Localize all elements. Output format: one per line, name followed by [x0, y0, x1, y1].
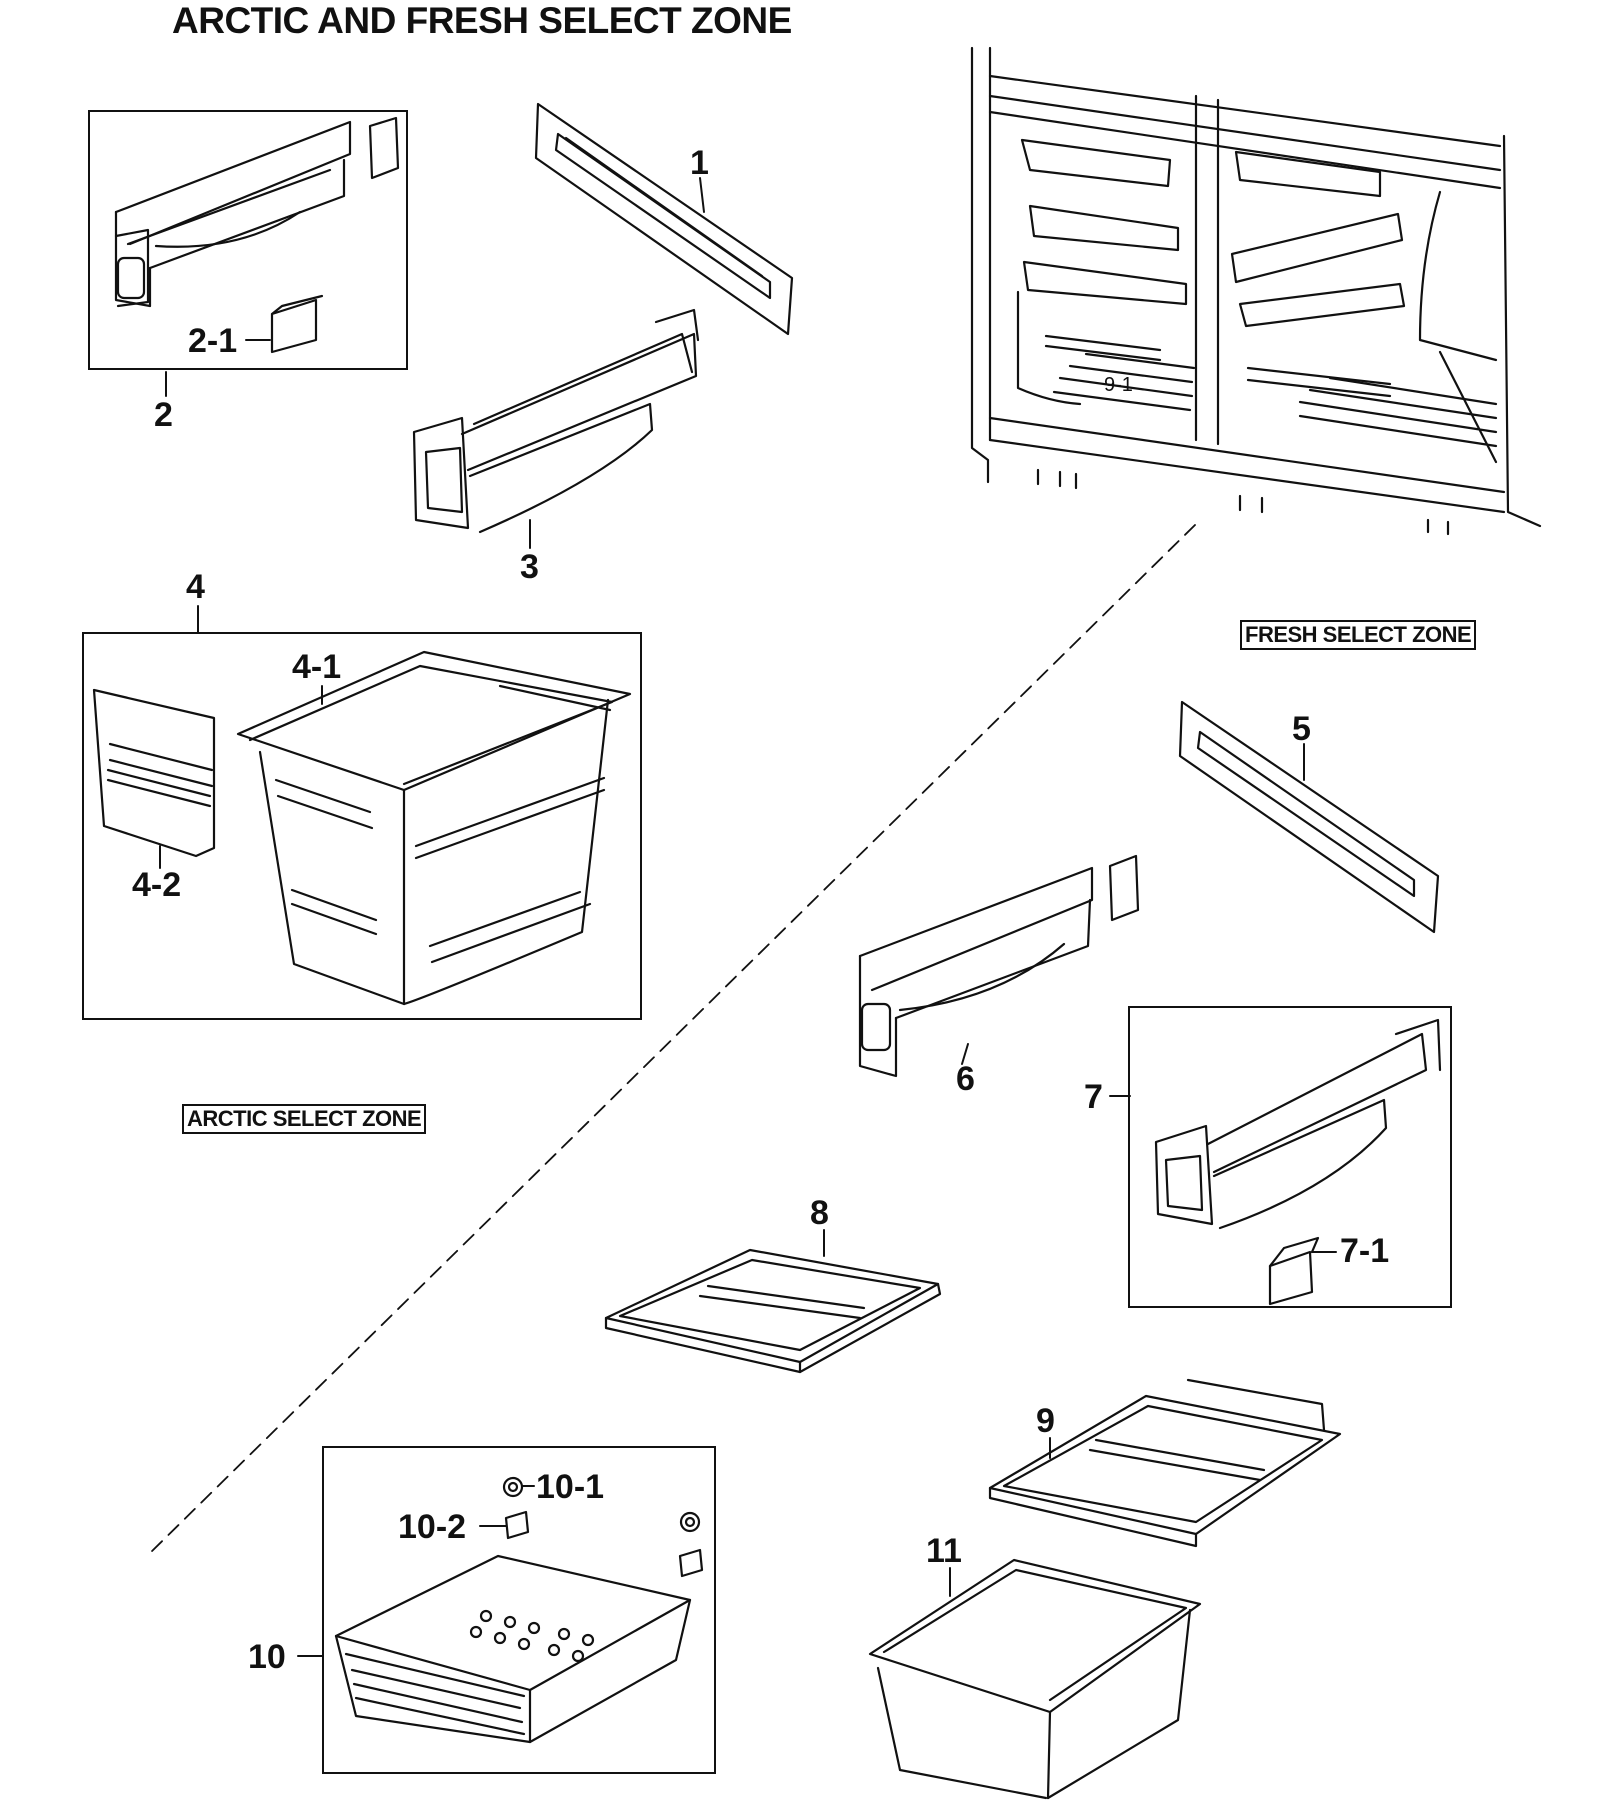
callout-6: 6 [956, 1060, 975, 1098]
callout-4: 4 [186, 568, 205, 606]
arctic-select-zone-label: ARCTIC SELECT ZONE [182, 1104, 427, 1134]
leader-lines [159, 177, 1337, 1657]
callout-11: 11 [926, 1532, 962, 1570]
callout-10-2: 10-2 [398, 1508, 467, 1546]
callout-4-2: 4-2 [132, 866, 182, 904]
part-4-1-basket-drawing [236, 650, 632, 1006]
group-box-10 [322, 1446, 716, 1774]
group-box-4 [82, 632, 642, 1020]
callout-8: 8 [810, 1194, 829, 1232]
callout-2-1: 2-1 [188, 322, 238, 360]
callout-9-1: 9-1 [1104, 374, 1133, 396]
callout-3: 3 [520, 548, 539, 586]
callout-5: 5 [1292, 710, 1311, 748]
fresh-select-zone-label: FRESH SELECT ZONE [1240, 620, 1477, 650]
refrigerator-cabinet-drawing [970, 46, 1542, 536]
callout-1: 1 [690, 144, 709, 182]
zone-divider-line [147, 524, 1196, 1556]
group-box-7 [1128, 1006, 1452, 1308]
callout-2: 2 [154, 396, 173, 434]
part-11-bin-drawing [868, 1558, 1202, 1800]
page-title: ARCTIC AND FRESH SELECT ZONE [172, 0, 792, 41]
part-1-rail-drawing [534, 102, 794, 336]
part-7-1-clip-drawing [1268, 1236, 1320, 1306]
part-4-2-divider-drawing [92, 688, 216, 858]
callout-10-1: 10-1 [536, 1468, 605, 1506]
part-7-slide-drawing [1154, 1018, 1442, 1230]
callout-9: 9 [1036, 1402, 1055, 1440]
part-2-slide-drawing [114, 116, 400, 308]
part-9-shelf-drawing [988, 1378, 1342, 1548]
callout-7: 7 [1084, 1078, 1103, 1116]
part-5-rail-drawing [1178, 700, 1440, 934]
part-2-1-clip-drawing [270, 294, 324, 354]
callout-7-1: 7-1 [1340, 1232, 1390, 1270]
part-3-slide-drawing [412, 308, 700, 534]
callout-10: 10 [248, 1638, 286, 1676]
part-8-shelf-drawing [604, 1248, 942, 1374]
part-10-2-clip-drawing [504, 1510, 704, 1578]
callout-4-1: 4-1 [292, 648, 342, 686]
part-10-drawer-drawing [334, 1554, 692, 1744]
group-box-2 [88, 110, 408, 370]
part-6-slide-drawing [858, 854, 1140, 1078]
